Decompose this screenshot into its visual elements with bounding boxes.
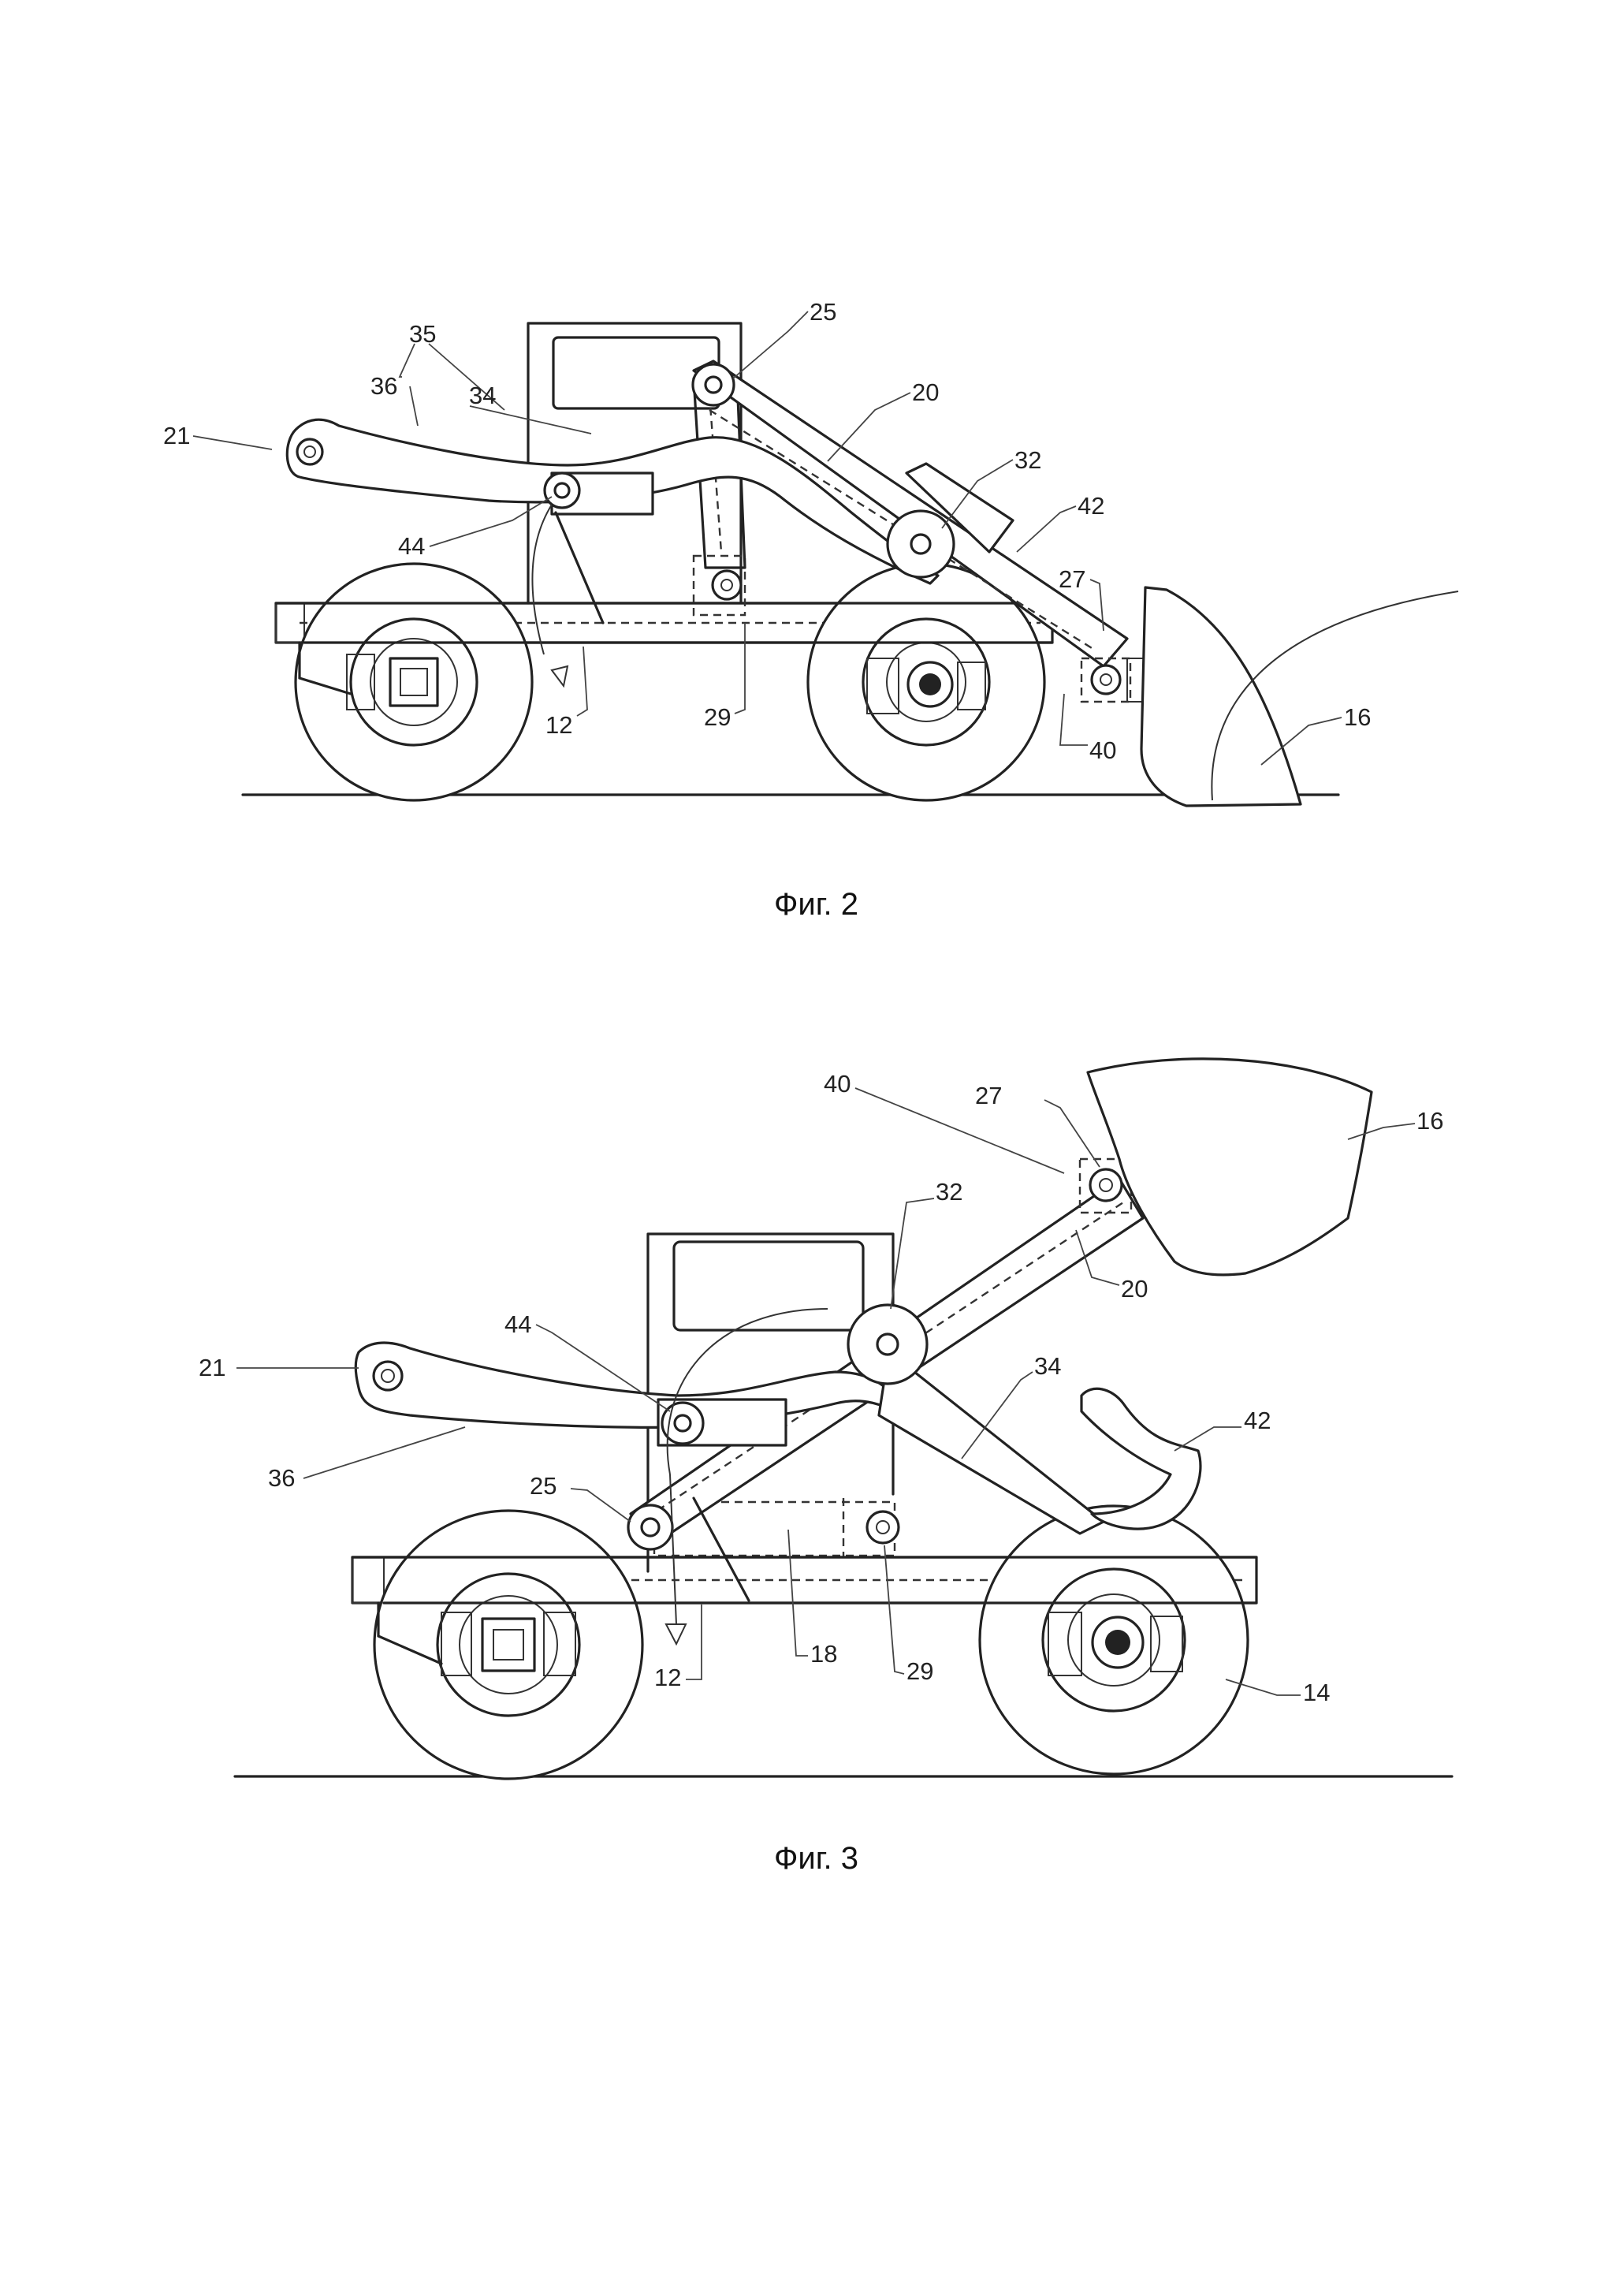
fig2-label-21: 21 — [163, 422, 190, 449]
fig2-label-16: 16 — [1344, 703, 1371, 731]
fig2-label-36: 36 — [370, 372, 397, 400]
fig3-label-29: 29 — [906, 1657, 933, 1685]
brace-link — [554, 511, 605, 624]
pivot-29-inner — [876, 1520, 890, 1534]
hidden-block-40 — [1080, 657, 1132, 703]
pivot-25-pin — [704, 375, 723, 394]
fig2-label-20: 20 — [912, 378, 939, 406]
bracket-42 — [905, 462, 1014, 554]
fig3-label-18: 18 — [810, 1640, 837, 1668]
bucket-swing-arc — [1211, 591, 1459, 801]
fig2-leaders — [192, 311, 1342, 766]
motion-arc — [531, 504, 553, 655]
brace-link — [692, 1496, 750, 1602]
fig2-label-12: 12 — [545, 711, 572, 739]
fig3-label-42: 42 — [1244, 1407, 1271, 1434]
pivot-27-pin — [1089, 1168, 1123, 1202]
pivot-29-pin — [711, 569, 743, 601]
beam-34 — [877, 1362, 1105, 1535]
roller-32-pin — [910, 533, 932, 555]
motion-line — [669, 1474, 677, 1625]
fig2-label-34: 34 — [469, 382, 496, 409]
roller-32-pin — [876, 1332, 899, 1356]
pivot-27-inner — [1099, 1178, 1113, 1192]
fig3-label-36: 36 — [268, 1464, 295, 1492]
bucket-16 — [1086, 1057, 1373, 1277]
hidden-pivot-block — [692, 554, 746, 617]
fig3-label-21: 21 — [199, 1354, 225, 1381]
fig2-label-27: 27 — [1059, 565, 1085, 593]
motion-arc — [666, 1308, 828, 1475]
fig2-label-29: 29 — [704, 703, 731, 731]
motion-arrow — [664, 1623, 687, 1646]
fig3-label-32: 32 — [936, 1178, 962, 1206]
fig3-label-34: 34 — [1034, 1352, 1061, 1380]
pivot-44-pin — [673, 1414, 692, 1433]
pivot-21-pin — [296, 438, 324, 466]
fig3-label-16: 16 — [1416, 1107, 1443, 1135]
fig3-label-44: 44 — [504, 1310, 531, 1338]
pivot-44-pin — [553, 482, 571, 499]
fig3-label-27: 27 — [975, 1082, 1002, 1109]
bucket-16 — [1140, 586, 1302, 807]
pivot-21-inner — [381, 1369, 395, 1383]
cab-window — [672, 1240, 865, 1332]
pivot-27-pin — [1090, 664, 1122, 695]
lift-arm-hidden — [709, 408, 1096, 652]
rear-wheel — [373, 1509, 644, 1780]
pivot-27-inner — [1100, 673, 1112, 686]
fig3-label-40: 40 — [824, 1070, 851, 1098]
pivot-29-inner — [720, 579, 733, 591]
roller-32 — [886, 509, 955, 579]
fig3-label-12: 12 — [654, 1664, 681, 1691]
fig2-label-25: 25 — [810, 298, 836, 326]
pivot-21-inner — [303, 445, 316, 458]
front-wheel — [806, 562, 1046, 802]
frame-rear-end — [352, 1556, 385, 1604]
pivot-44-boss — [543, 472, 581, 509]
fig3-label-14: 14 — [1303, 1679, 1330, 1706]
fig2-label-44: 44 — [398, 532, 425, 560]
hook-42 — [1080, 1387, 1202, 1530]
pivot-21-pin — [372, 1360, 404, 1392]
rear-wheel — [294, 562, 534, 802]
fig2-label-35: 35 — [409, 320, 436, 348]
figure-2-drawing: 35 36 34 21 25 20 32 42 44 27 12 29 40 1… — [163, 298, 1459, 807]
fig2-caption: Фиг. 2 — [774, 887, 858, 922]
pivot-25-pin — [640, 1517, 661, 1538]
fig3-caption: Фиг. 3 — [774, 1841, 858, 1876]
fig3-leaders — [236, 1087, 1416, 1696]
pivot-25-boss — [627, 1504, 674, 1551]
fig3-label-25: 25 — [530, 1472, 557, 1500]
motion-arrow — [550, 665, 569, 688]
fig3-label-20: 20 — [1121, 1275, 1148, 1303]
pivot-29-pin — [865, 1510, 900, 1545]
roller-32 — [847, 1303, 929, 1385]
fig2-label-42: 42 — [1078, 492, 1104, 520]
curved-lever-beam — [285, 418, 940, 585]
pivot-44-boss — [661, 1401, 705, 1445]
fig2-label-32: 32 — [1014, 446, 1041, 474]
figure-3-drawing: 40 27 16 32 20 44 21 34 42 36 25 18 29 1… — [199, 1057, 1454, 1780]
fig2-label-40: 40 — [1089, 736, 1116, 764]
pivot-25-boss — [691, 363, 735, 407]
front-wheel — [978, 1504, 1249, 1776]
